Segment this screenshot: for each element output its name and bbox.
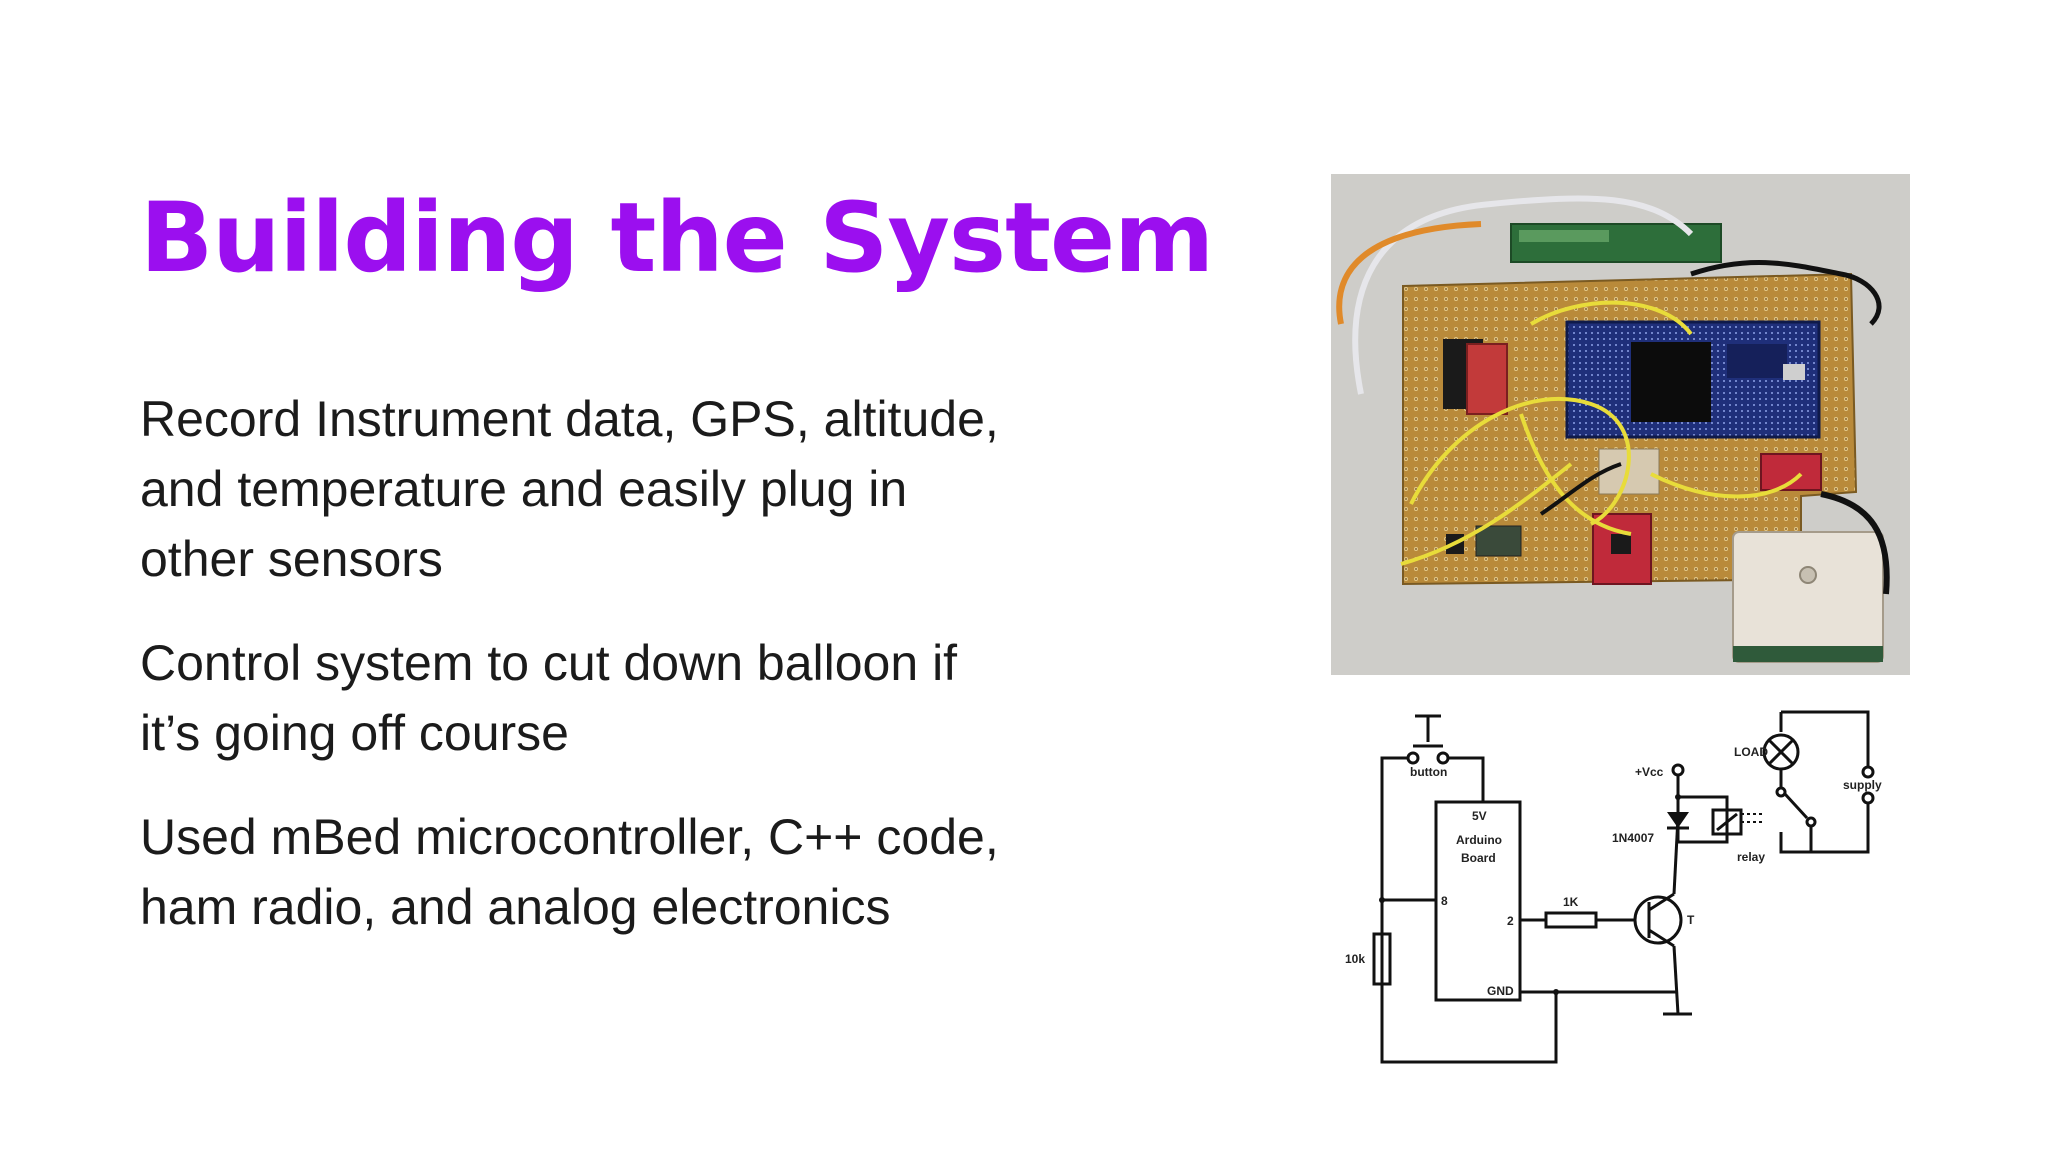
label-transistor: T bbox=[1687, 913, 1695, 927]
slide-title: Building the System bbox=[140, 182, 1214, 294]
label-resistor-1k: 1K bbox=[1563, 895, 1579, 909]
bullet-item-2: Control system to cut down balloon if it… bbox=[140, 635, 958, 761]
bullet-item-3: Used mBed microcontroller, C++ code, ham… bbox=[140, 809, 999, 935]
label-button: button bbox=[1410, 765, 1447, 779]
relay-circuit-schematic: button 5V Arduino Board 8 2 GND 10k 1K +… bbox=[1345, 710, 1882, 1064]
label-resistor-10k: 10k bbox=[1345, 952, 1365, 966]
bullet-list: Record Instrument data, GPS, altitude, a… bbox=[140, 384, 1040, 976]
label-supply: supply bbox=[1843, 778, 1882, 792]
label-relay: relay bbox=[1737, 850, 1765, 864]
label-arduino: Arduino bbox=[1456, 833, 1502, 847]
label-board: Board bbox=[1461, 851, 1496, 865]
label-5v: 5V bbox=[1472, 809, 1487, 823]
label-diode: 1N4007 bbox=[1612, 831, 1654, 845]
label-pin-8: 8 bbox=[1441, 894, 1448, 908]
label-pin-2: 2 bbox=[1507, 914, 1514, 928]
label-gnd: GND bbox=[1487, 984, 1514, 998]
circuit-board-photo bbox=[1331, 174, 1910, 675]
label-load: LOAD bbox=[1734, 745, 1768, 759]
label-vcc: +Vcc bbox=[1635, 765, 1664, 779]
bullet-item-1: Record Instrument data, GPS, altitude, a… bbox=[140, 391, 999, 587]
